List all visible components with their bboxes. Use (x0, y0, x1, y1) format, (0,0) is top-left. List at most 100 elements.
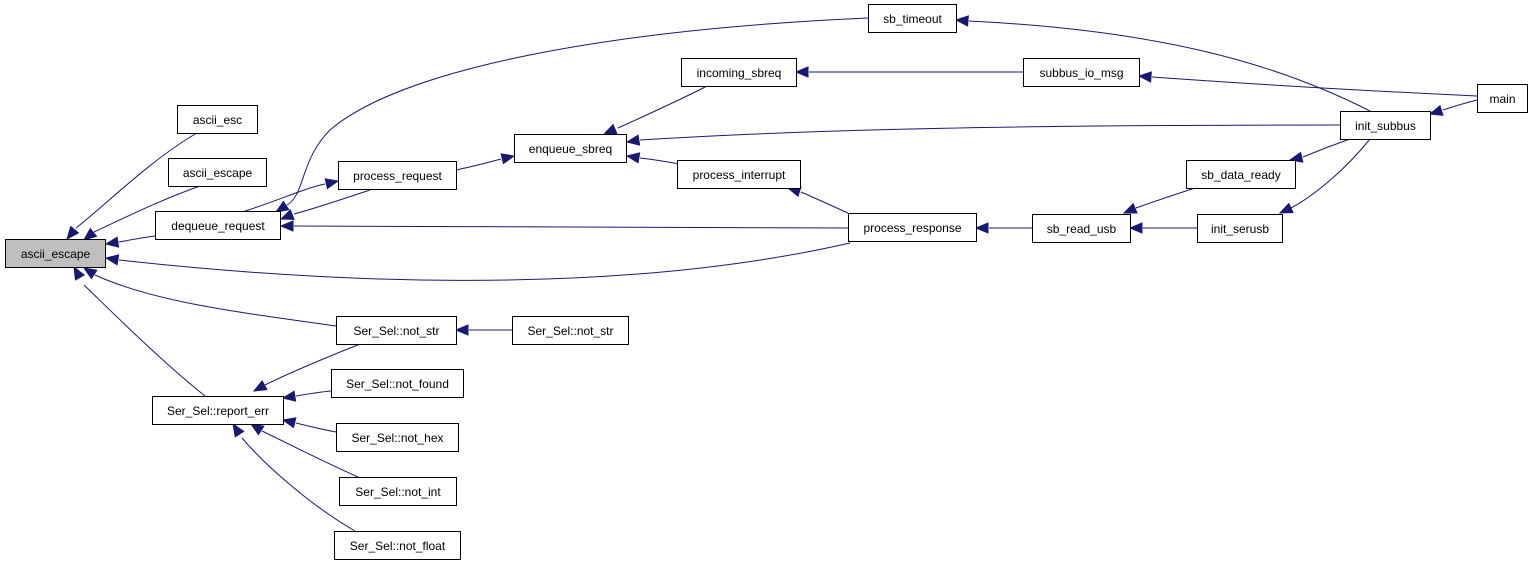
arrowhead-icon (279, 209, 295, 220)
node-label: init_subbus (1355, 119, 1416, 133)
edge-line (244, 183, 326, 212)
edge-not_found-to-report_err (281, 390, 332, 402)
node-label: Ser_Sel::not_str (527, 324, 613, 338)
node-box (155, 211, 281, 240)
edge-report_err-to-ascii_escape (73, 265, 206, 397)
edge-main-to-subbus_io_msg (1137, 71, 1478, 97)
edge-sb_data_ready-to-sb_read_usb (1122, 187, 1196, 214)
node-incoming-sbreq[interactable]: incoming_sbreq (681, 58, 797, 87)
node-label: main (1489, 92, 1515, 106)
node-box (177, 105, 258, 134)
edge-line (118, 235, 156, 243)
node-process-interrupt[interactable]: process_interrupt (677, 160, 801, 189)
arrowhead-icon (454, 324, 469, 336)
node-label: Ser_Sel::not_hex (351, 431, 443, 445)
node-box (1197, 214, 1283, 243)
edge-line (800, 191, 849, 214)
edge-line (639, 124, 1341, 141)
node-label: subbus_io_msg (1039, 66, 1123, 80)
arrowhead-icon (281, 417, 297, 429)
node-not-str-a[interactable]: Ser_Sel::not_str (336, 316, 457, 345)
edge-init_subbus-to-sb_data_ready (1288, 138, 1351, 163)
node-ascii-escape2[interactable]: ascii_escape (168, 158, 267, 187)
edge-process_response-to-ascii_escape (104, 242, 851, 281)
edge-not_hex-to-report_err (281, 417, 337, 433)
arrowhead-icon (279, 220, 294, 232)
node-label: Ser_Sel::not_found (346, 377, 449, 391)
arrowhead-icon (73, 265, 86, 281)
node-label: init_serusb (1211, 222, 1269, 236)
arrowhead-icon (500, 153, 516, 165)
arrowhead-icon (324, 178, 340, 190)
edge-line (93, 185, 201, 233)
node-box (339, 477, 457, 506)
node-init-serusb[interactable]: init_serusb (1197, 214, 1283, 243)
node-label: Ser_Sel::not_str (353, 324, 439, 338)
node-process-response[interactable]: process_response (848, 213, 977, 242)
node-label: ascii_esc (193, 113, 242, 127)
edge-line (118, 242, 851, 281)
node-box (512, 316, 629, 345)
node-ascii-escape[interactable]: ascii_escape (5, 239, 106, 268)
node-label: process_interrupt (693, 168, 786, 182)
arrowhead-icon (82, 267, 98, 280)
node-box (338, 161, 457, 190)
edge-not_str_a-to-report_err (252, 343, 361, 392)
arrowhead-icon (1137, 71, 1152, 83)
arrowhead-icon (974, 222, 989, 234)
edge-line (293, 225, 849, 229)
edge-not_str_a-to-ascii_escape (82, 267, 337, 327)
edge-process_request-to-dequeue_request (279, 189, 371, 220)
node-report-err[interactable]: Ser_Sel::report_err (152, 396, 284, 425)
edge-line (617, 85, 708, 129)
edge-line (286, 17, 869, 206)
edge-init_subbus-to-sb_timeout (954, 15, 1371, 112)
node-sb-read-usb[interactable]: sb_read_usb (1032, 214, 1131, 243)
node-label: ascii_escape (183, 166, 253, 180)
edge-init_serusb-to-sb_read_usb (1128, 222, 1197, 234)
node-not-found[interactable]: Ser_Sel::not_found (331, 369, 464, 398)
node-label: dequeue_request (171, 219, 265, 233)
arrowhead-icon (249, 423, 265, 436)
edge-sb_timeout-to-dequeue_request (274, 17, 869, 213)
arrowhead-icon (1278, 202, 1294, 214)
arrowhead-icon (82, 227, 98, 241)
arrowhead-icon (66, 225, 80, 241)
arrowhead-icon (954, 15, 969, 27)
edge-line (241, 437, 356, 532)
edge-init_subbus-to-enqueue_sbreq (625, 124, 1341, 146)
node-not-str-b[interactable]: Ser_Sel::not_str (512, 316, 629, 345)
node-enqueue-sbreq[interactable]: enqueue_sbreq (514, 134, 627, 163)
node-sb-timeout[interactable]: sb_timeout (868, 4, 957, 33)
edge-init_subbus-to-init_serusb (1278, 138, 1371, 214)
edge-line (75, 132, 198, 229)
node-main[interactable]: main (1477, 84, 1528, 113)
edge-line (261, 430, 359, 478)
edge-ascii_esc-to-ascii_escape (66, 132, 198, 241)
node-subbus-io-msg[interactable]: subbus_io_msg (1023, 58, 1140, 87)
node-box (331, 369, 464, 398)
node-init-subbus[interactable]: init_subbus (1340, 111, 1431, 140)
node-sb-data-ready[interactable]: sb_data_ready (1186, 160, 1296, 189)
node-box (5, 239, 106, 268)
node-box (677, 160, 801, 189)
node-dequeue-request[interactable]: dequeue_request (155, 211, 281, 240)
call-nodes: ascii_escapeascii_escascii_escapedequeue… (5, 4, 1528, 560)
node-label: ascii_escape (21, 247, 91, 261)
node-box (514, 134, 627, 163)
node-ascii-esc[interactable]: ascii_esc (177, 105, 258, 134)
node-box (1023, 58, 1140, 87)
node-box (1032, 214, 1131, 243)
node-not-int[interactable]: Ser_Sel::not_int (339, 477, 457, 506)
node-not-hex[interactable]: Ser_Sel::not_hex (336, 423, 459, 452)
node-label: sb_data_ready (1201, 168, 1280, 182)
edge-process_response-to-process_interrupt (786, 186, 849, 214)
node-label: Ser_Sel::not_float (350, 539, 446, 553)
node-process-request[interactable]: process_request (338, 161, 457, 190)
edge-line (1290, 138, 1371, 209)
edge-not_str_b-to-not_str_a (454, 324, 512, 336)
edge-line (293, 189, 371, 215)
arrowhead-icon (794, 66, 809, 78)
node-not-float[interactable]: Ser_Sel::not_float (334, 531, 461, 560)
